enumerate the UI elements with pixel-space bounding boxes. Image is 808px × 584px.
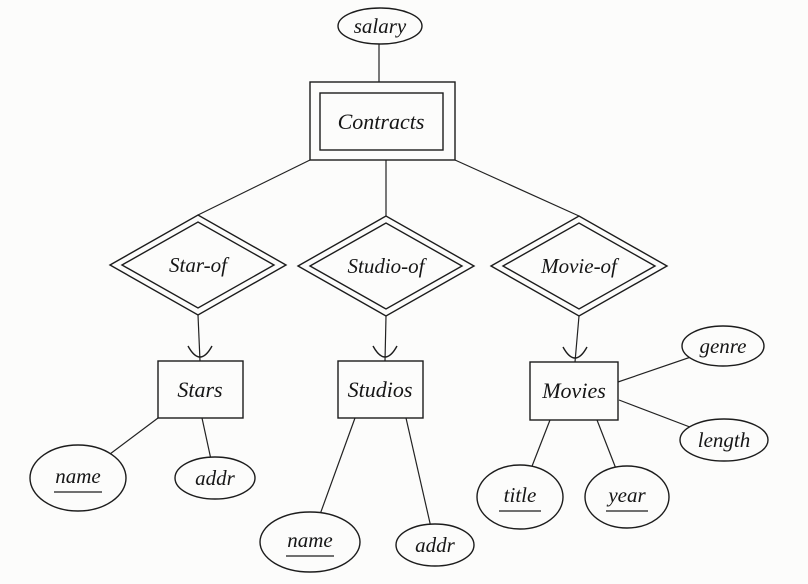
movie-of-inner-diamond	[501, 222, 657, 310]
edge-movie-of-movies	[574, 315, 580, 363]
stars-rect	[157, 360, 244, 419]
movies-year-label: year	[606, 483, 646, 507]
salary-ellipse	[337, 7, 423, 45]
edge-contracts-movie-of	[454, 159, 580, 217]
star-of-label: Star-of	[169, 253, 230, 277]
movies-title-ellipse	[476, 464, 564, 530]
movies-genre-label: genre	[699, 334, 746, 358]
rounded-arrowhead-studios	[372, 345, 398, 358]
node-movies-title: title	[476, 464, 564, 530]
contracts-label: Contracts	[338, 109, 425, 134]
node-studios: Studios	[337, 360, 424, 419]
rounded-arrowhead-stars	[187, 345, 213, 358]
movies-length-ellipse	[679, 418, 769, 462]
edge-contracts-star-of	[197, 159, 311, 216]
studios-name-ellipse	[259, 511, 361, 573]
node-contracts: Contracts	[309, 81, 456, 161]
studio-of-inner-diamond	[308, 222, 464, 310]
node-salary: salary	[337, 7, 423, 45]
node-studios-addr: addr	[395, 523, 475, 567]
studios-label: Studios	[348, 377, 413, 402]
node-studio-of: Studio-of	[296, 215, 476, 317]
node-movies-genre: genre	[681, 325, 765, 367]
studio-of-label: Studio-of	[348, 254, 428, 278]
node-movies-length: length	[679, 418, 769, 462]
movies-year-ellipse	[584, 465, 670, 529]
edge-studio-of-studios	[384, 315, 387, 362]
salary-label: salary	[354, 14, 407, 38]
studios-addr-ellipse	[395, 523, 475, 567]
star-of-inner-diamond	[120, 221, 276, 309]
movie-of-label: Movie-of	[540, 254, 620, 278]
node-movies: Movies	[529, 361, 619, 421]
stars-addr-label: addr	[195, 466, 236, 490]
stars-label: Stars	[177, 377, 222, 402]
node-star-of: Star-of	[108, 214, 288, 316]
studios-rect	[337, 360, 424, 419]
stars-addr-ellipse	[174, 456, 256, 500]
movies-title-label: title	[504, 483, 537, 507]
node-studios-name: name	[259, 511, 361, 573]
rounded-arrowheads	[187, 345, 588, 359]
edge-star-of-stars	[197, 314, 201, 362]
node-stars: Stars	[157, 360, 244, 419]
node-movies-year: year	[584, 465, 670, 529]
studios-name-label: name	[287, 528, 333, 552]
rounded-arrowhead-movies	[562, 346, 588, 359]
stars-name-ellipse	[29, 444, 127, 512]
movies-genre-ellipse	[681, 325, 765, 367]
contracts-inner-rect	[319, 92, 444, 151]
node-movie-of: Movie-of	[489, 215, 669, 317]
movies-rect	[529, 361, 619, 421]
node-stars-addr: addr	[174, 456, 256, 500]
node-stars-name: name	[29, 444, 127, 512]
stars-name-label: name	[55, 464, 101, 488]
movies-label: Movies	[541, 378, 606, 403]
studios-addr-label: addr	[415, 533, 456, 557]
movies-length-label: length	[698, 428, 751, 452]
